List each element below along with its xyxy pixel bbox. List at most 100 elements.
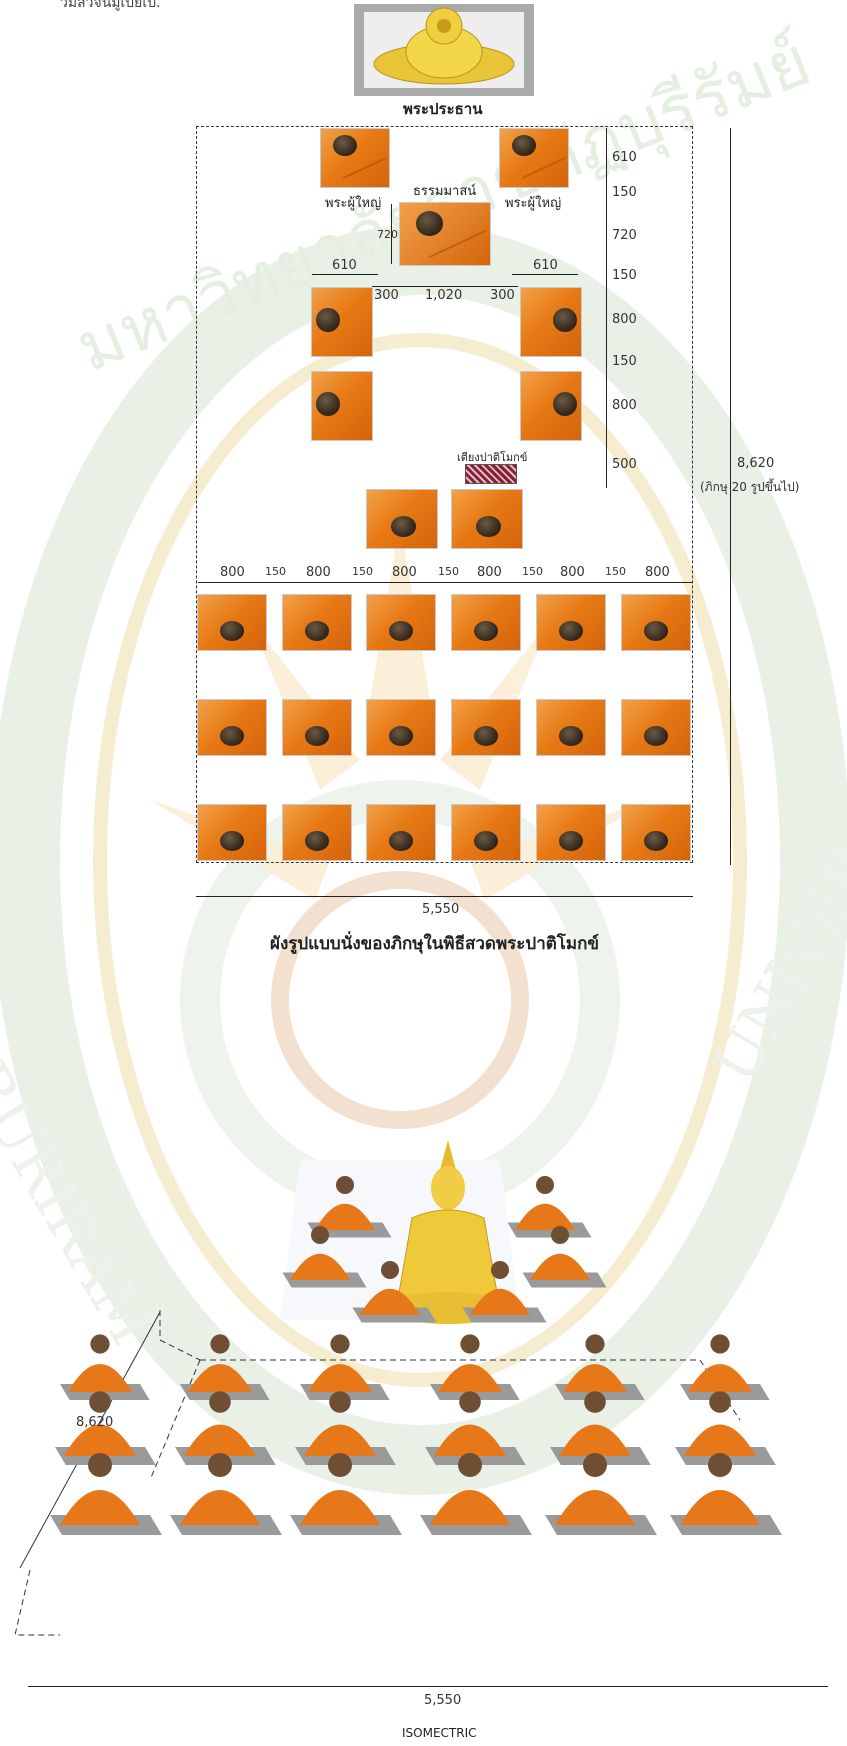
seated-monk-r1c6 <box>621 594 691 651</box>
row-dim-6: 800 <box>477 565 502 580</box>
iso-monk-1-1 <box>175 1391 276 1465</box>
seated-monk-r1c4 <box>451 594 521 651</box>
side-monk-right-1 <box>520 287 582 357</box>
iso-monk-2-1 <box>170 1453 282 1535</box>
iso-monk-0-1 <box>180 1334 270 1400</box>
row-dim-10: 800 <box>645 565 670 580</box>
elder-left-label: พระผู้ใหญ่ <box>325 196 382 211</box>
iso-monk-0-5 <box>680 1334 770 1400</box>
dhammasana-label: ธรรมมาสน์ <box>413 184 477 199</box>
dim-gap-line <box>372 286 518 287</box>
dim-1020: 1,020 <box>425 288 463 303</box>
front-monk-1 <box>366 489 438 549</box>
dim-720-vertical: 720 <box>377 228 398 241</box>
plan-caption: ผังรูปแบบนั่งของภิกษุในพิธีสวดพระปาติโมก… <box>270 934 600 954</box>
elder-right-label: พระผู้ใหญ่ <box>505 196 562 211</box>
row-dim-line <box>198 582 692 583</box>
side-monk-right-2 <box>520 371 582 441</box>
iso-monk-1-5 <box>675 1391 776 1465</box>
plan-boundary <box>196 126 693 863</box>
iso-caption: ISOMECTRIC <box>402 1726 477 1740</box>
iso-monk-1-3 <box>425 1391 526 1465</box>
iso-width-value: 5,550 <box>424 1693 462 1708</box>
elder-monk-left <box>320 128 390 188</box>
iso-front-monk-5 <box>462 1261 547 1323</box>
seated-monk-r2c3 <box>366 699 436 756</box>
right-dim-0: 610 <box>612 150 637 165</box>
dim-610-right-line <box>512 274 578 275</box>
iso-monk-2-5 <box>670 1453 782 1535</box>
right-dim-7: 500 <box>612 457 637 472</box>
right-dim-1: 150 <box>612 185 637 200</box>
right-dim-3: 150 <box>612 268 637 283</box>
elder-monk-right <box>499 128 569 188</box>
row-dim-0: 800 <box>220 565 245 580</box>
right-dim-6: 800 <box>612 398 637 413</box>
seated-monk-r3c1 <box>197 804 267 861</box>
dim-720-line <box>391 204 392 264</box>
row-dim-4: 800 <box>392 565 417 580</box>
seated-monk-r1c2 <box>282 594 352 651</box>
total-height-value: 8,620 <box>737 456 775 471</box>
presiding-buddha-box <box>354 4 534 96</box>
seated-monk-r2c6 <box>621 699 691 756</box>
total-width-line <box>196 896 693 897</box>
iso-monk-0-0 <box>60 1334 150 1400</box>
iso-front-monk-4 <box>352 1261 437 1323</box>
seated-monk-r3c4 <box>451 804 521 861</box>
right-dim-4: 800 <box>612 312 637 327</box>
seated-monk-r3c5 <box>536 804 606 861</box>
iso-monk-0-4 <box>555 1334 645 1400</box>
seated-monk-r1c1 <box>197 594 267 651</box>
total-height-note: (ภิกษุ 20 รูปขึ้นไป) <box>700 480 800 494</box>
row-dim-8: 800 <box>560 565 585 580</box>
patimokkha-bed <box>465 464 517 484</box>
dhammasana-monk <box>399 202 491 266</box>
front-monk-2 <box>451 489 523 549</box>
dim-300-right: 300 <box>490 288 515 303</box>
row-dim-2: 800 <box>306 565 331 580</box>
iso-front-monk-1 <box>507 1176 592 1238</box>
iso-monk-2-2 <box>290 1453 402 1535</box>
row-dim-9: 150 <box>605 565 626 578</box>
iso-monk-2-4 <box>545 1453 657 1535</box>
seated-monk-r2c2 <box>282 699 352 756</box>
watermark-en-right: UNIVERSITY <box>700 710 847 1095</box>
seated-monk-r2c4 <box>451 699 521 756</box>
dim-300-left: 300 <box>374 288 399 303</box>
iso-monk-0-3 <box>430 1334 520 1400</box>
seated-monk-r3c6 <box>621 804 691 861</box>
right-dim-2: 720 <box>612 228 637 243</box>
seated-monk-r1c3 <box>366 594 436 651</box>
iso-width-line <box>28 1686 828 1687</box>
row-dim-1: 150 <box>265 565 286 578</box>
iso-front-monk-3 <box>522 1226 607 1288</box>
right-dim-line <box>606 128 607 488</box>
iso-monk-2-3 <box>420 1453 532 1535</box>
seated-monk-r2c5 <box>536 699 606 756</box>
right-dim-5: 150 <box>612 354 637 369</box>
iso-front-monk-2 <box>282 1226 367 1288</box>
row-dim-5: 150 <box>438 565 459 578</box>
seated-monk-r3c3 <box>366 804 436 861</box>
iso-height-value: 8,620 <box>76 1415 114 1430</box>
cropped-top-text: ว่มสวจนี่มู่เบียเป. <box>60 0 161 11</box>
iso-monk-0-2 <box>300 1334 390 1400</box>
seated-monk-r1c5 <box>536 594 606 651</box>
buddha-topview-icon <box>373 7 515 85</box>
patimokkha-bed-label: เตียงปาติโมกข์ <box>457 451 528 464</box>
total-height-line <box>730 128 731 865</box>
side-monk-left-1 <box>311 287 373 357</box>
dim-610-right: 610 <box>533 258 558 273</box>
total-width-value: 5,550 <box>422 902 460 917</box>
dim-610-left-line <box>312 274 378 275</box>
dim-610-left: 610 <box>332 258 357 273</box>
seated-monk-r2c1 <box>197 699 267 756</box>
iso-monk-1-2 <box>295 1391 396 1465</box>
row-dim-7: 150 <box>522 565 543 578</box>
iso-monk-2-0 <box>50 1453 162 1535</box>
seated-monk-r3c2 <box>282 804 352 861</box>
isometric-scene <box>14 1140 782 1636</box>
row-dim-3: 150 <box>352 565 373 578</box>
iso-monk-1-4 <box>550 1391 651 1465</box>
